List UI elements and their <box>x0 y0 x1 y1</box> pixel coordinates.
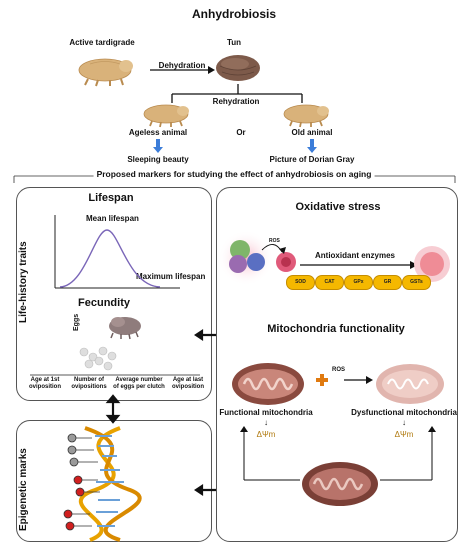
functional-mitochondria-label: Functional mitochondria <box>219 408 313 417</box>
tun-label: Tun <box>226 38 242 47</box>
life-history-box <box>16 187 212 401</box>
or-label: Or <box>236 128 246 137</box>
dysfunctional-delta-arrow: ↓ <box>402 418 406 427</box>
top-illustration <box>13 55 456 183</box>
ageless-tardigrade-image <box>143 104 189 128</box>
mean-lifespan-label: Mean lifespan <box>86 214 139 223</box>
dorian-gray-label: Picture of Dorian Gray <box>269 155 355 164</box>
enzyme-cat: CAT <box>315 275 344 290</box>
metric-age-first: Age at 1st oviposition <box>29 377 61 390</box>
tun-image <box>216 55 260 81</box>
metric-number-ovipositions: Number of ovipositions <box>71 377 107 390</box>
enzyme-gr: GR <box>373 275 402 290</box>
functional-delta-arrow: ↓ <box>264 418 268 427</box>
ageless-animal-label: Ageless animal <box>128 128 188 137</box>
markers-title: Proposed markers for studying the effect… <box>93 169 375 179</box>
maximum-lifespan-label: Maximum lifespan <box>136 272 206 281</box>
page-title: Anhydrobiosis <box>191 7 277 21</box>
enzyme-gsts: GSTs <box>402 275 431 290</box>
active-tardigrade-image <box>78 58 133 87</box>
metric-average-eggs: Average number of eggs per clutch <box>113 377 165 390</box>
dysfunctional-mitochondria-label: Dysfunctional mitochondria <box>351 408 457 417</box>
dehydration-label: Dehydration <box>158 61 206 70</box>
active-tardigrade-label: Active tardigrade <box>69 38 135 47</box>
down-arrow-icon <box>153 139 163 153</box>
enzyme-gpx: GPx <box>344 275 373 290</box>
old-animal-label: Old animal <box>291 128 333 137</box>
mitochondria-title: Mitochondria functionality <box>267 323 405 335</box>
dysfunctional-delta-psi: ΔΨm <box>394 430 414 439</box>
oxidative-stress-title: Oxidative stress <box>295 201 381 213</box>
down-arrow-icon <box>307 139 317 153</box>
old-tardigrade-image <box>283 104 329 128</box>
functional-delta-psi: ΔΨm <box>256 430 276 439</box>
fecundity-title: Fecundity <box>78 297 130 309</box>
mito-ros-label: ROS <box>332 367 346 373</box>
metric-age-last: Age at last oviposition <box>172 377 204 390</box>
enzyme-sod: SOD <box>286 275 315 290</box>
rehydration-label: Rehydration <box>212 97 260 106</box>
antioxidant-enzymes-label: Antioxidant enzymes <box>314 251 396 260</box>
sleeping-beauty-label: Sleeping beauty <box>127 155 189 164</box>
ros-label: ROS <box>269 238 280 244</box>
lifespan-title: Lifespan <box>88 192 134 204</box>
